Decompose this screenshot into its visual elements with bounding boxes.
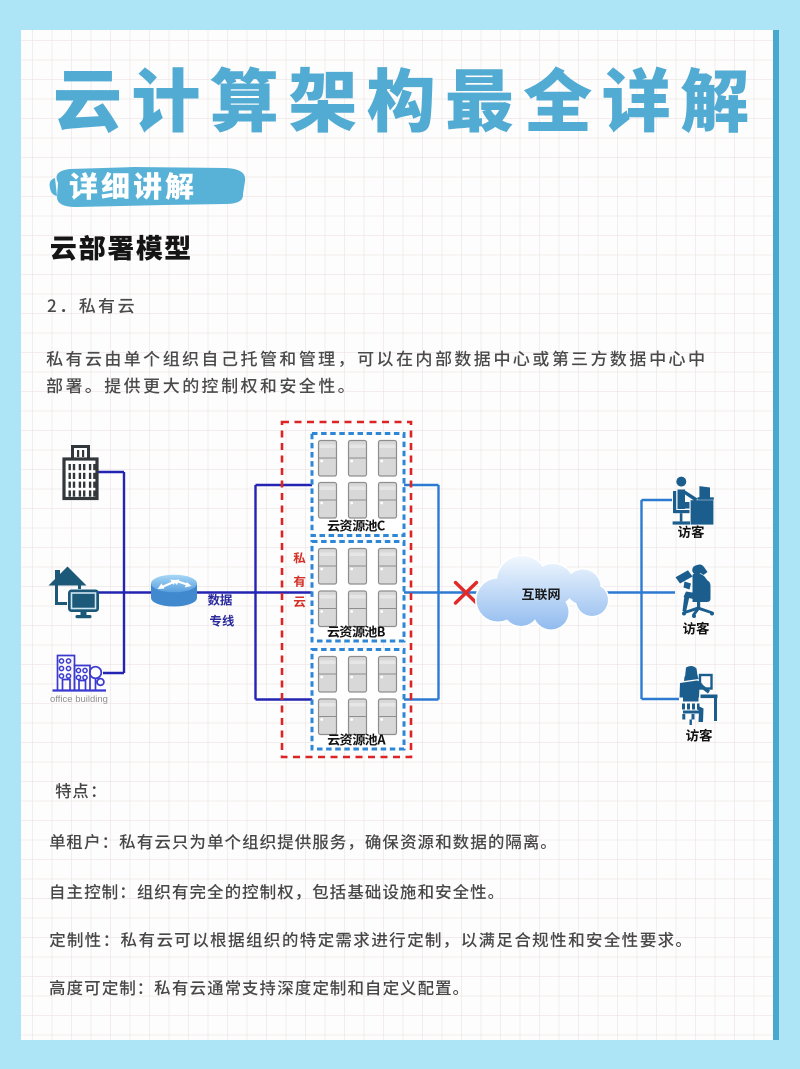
svg-text:数据: 数据 (207, 590, 232, 609)
svg-text:office building: office building (50, 694, 108, 705)
svg-text:有: 有 (293, 571, 306, 590)
svg-text:私: 私 (293, 548, 306, 567)
svg-text:云资源池C: 云资源池C (327, 516, 386, 535)
svg-text:云资源池A: 云资源池A (327, 730, 386, 749)
svg-text:云: 云 (293, 592, 306, 611)
svg-text:云资源池B: 云资源池B (327, 622, 385, 641)
svg-text:互联网: 互联网 (521, 584, 560, 603)
svg-text:专线: 专线 (209, 611, 235, 630)
svg-text:访客: 访客 (683, 618, 711, 638)
svg-text:访客: 访客 (678, 521, 706, 541)
svg-text:访客: 访客 (686, 725, 714, 745)
